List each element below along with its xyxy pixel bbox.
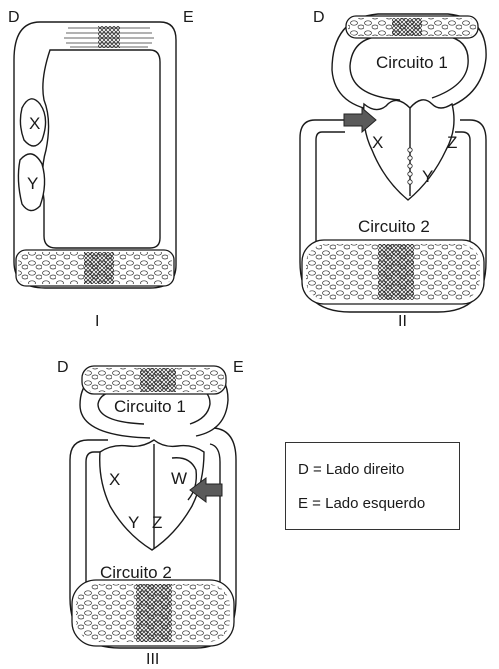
diagram-two-side-right: D [313,9,325,26]
legend-line-left-side: E = Lado esquerdo [298,495,425,512]
diagram-one-roman: I [95,313,99,330]
diagram-two-circuit-2: Circuito 2 [358,217,430,236]
diagram-one-side-right: D [8,9,20,26]
diagram-two-chamber-x-label: X [372,133,383,152]
diagram-three-chamber-z-label: Z [152,513,162,532]
diagram-two-chamber-z-label: Z [447,133,457,152]
diagram-one-top-capillaries [64,26,154,48]
legend-box: D = Lado direito E = Lado esquerdo [285,442,460,530]
legend-line-right-side: D = Lado direito [298,461,404,478]
diagram-three-side-right: D [57,359,69,376]
diagram-two-top-capillaries [346,16,478,38]
diagram-three-chamber-x-label: X [109,470,120,489]
diagram-one-inner-vessel [42,50,160,248]
diagram-three-circuit-2: Circuito 2 [100,563,172,582]
diagram-one-chamber-x-label: X [29,114,40,133]
diagram-three-circuit-1: Circuito 1 [114,397,186,416]
diagram-one-chamber-y-label: Y [27,174,38,193]
diagram-two-chamber-y-label: Y [422,167,433,186]
diagram-three-bottom-capillaries [72,580,234,646]
diagram-one-bottom-capillaries [16,250,174,286]
diagram-three-roman: III [146,651,159,668]
diagram-three-heart [100,440,204,550]
diagram-two-bottom-capillaries [302,240,484,304]
diagram-three-chamber-w-label: W [171,469,187,488]
diagram-two-roman: II [398,313,407,330]
diagram-one-side-left: E [183,9,194,26]
diagram-three-chamber-y-label: Y [128,513,139,532]
diagram-one [14,22,176,288]
diagram-two-circuit-1: Circuito 1 [376,53,448,72]
diagram-three-top-capillaries [82,366,226,394]
diagram-three-side-left: E [233,359,244,376]
